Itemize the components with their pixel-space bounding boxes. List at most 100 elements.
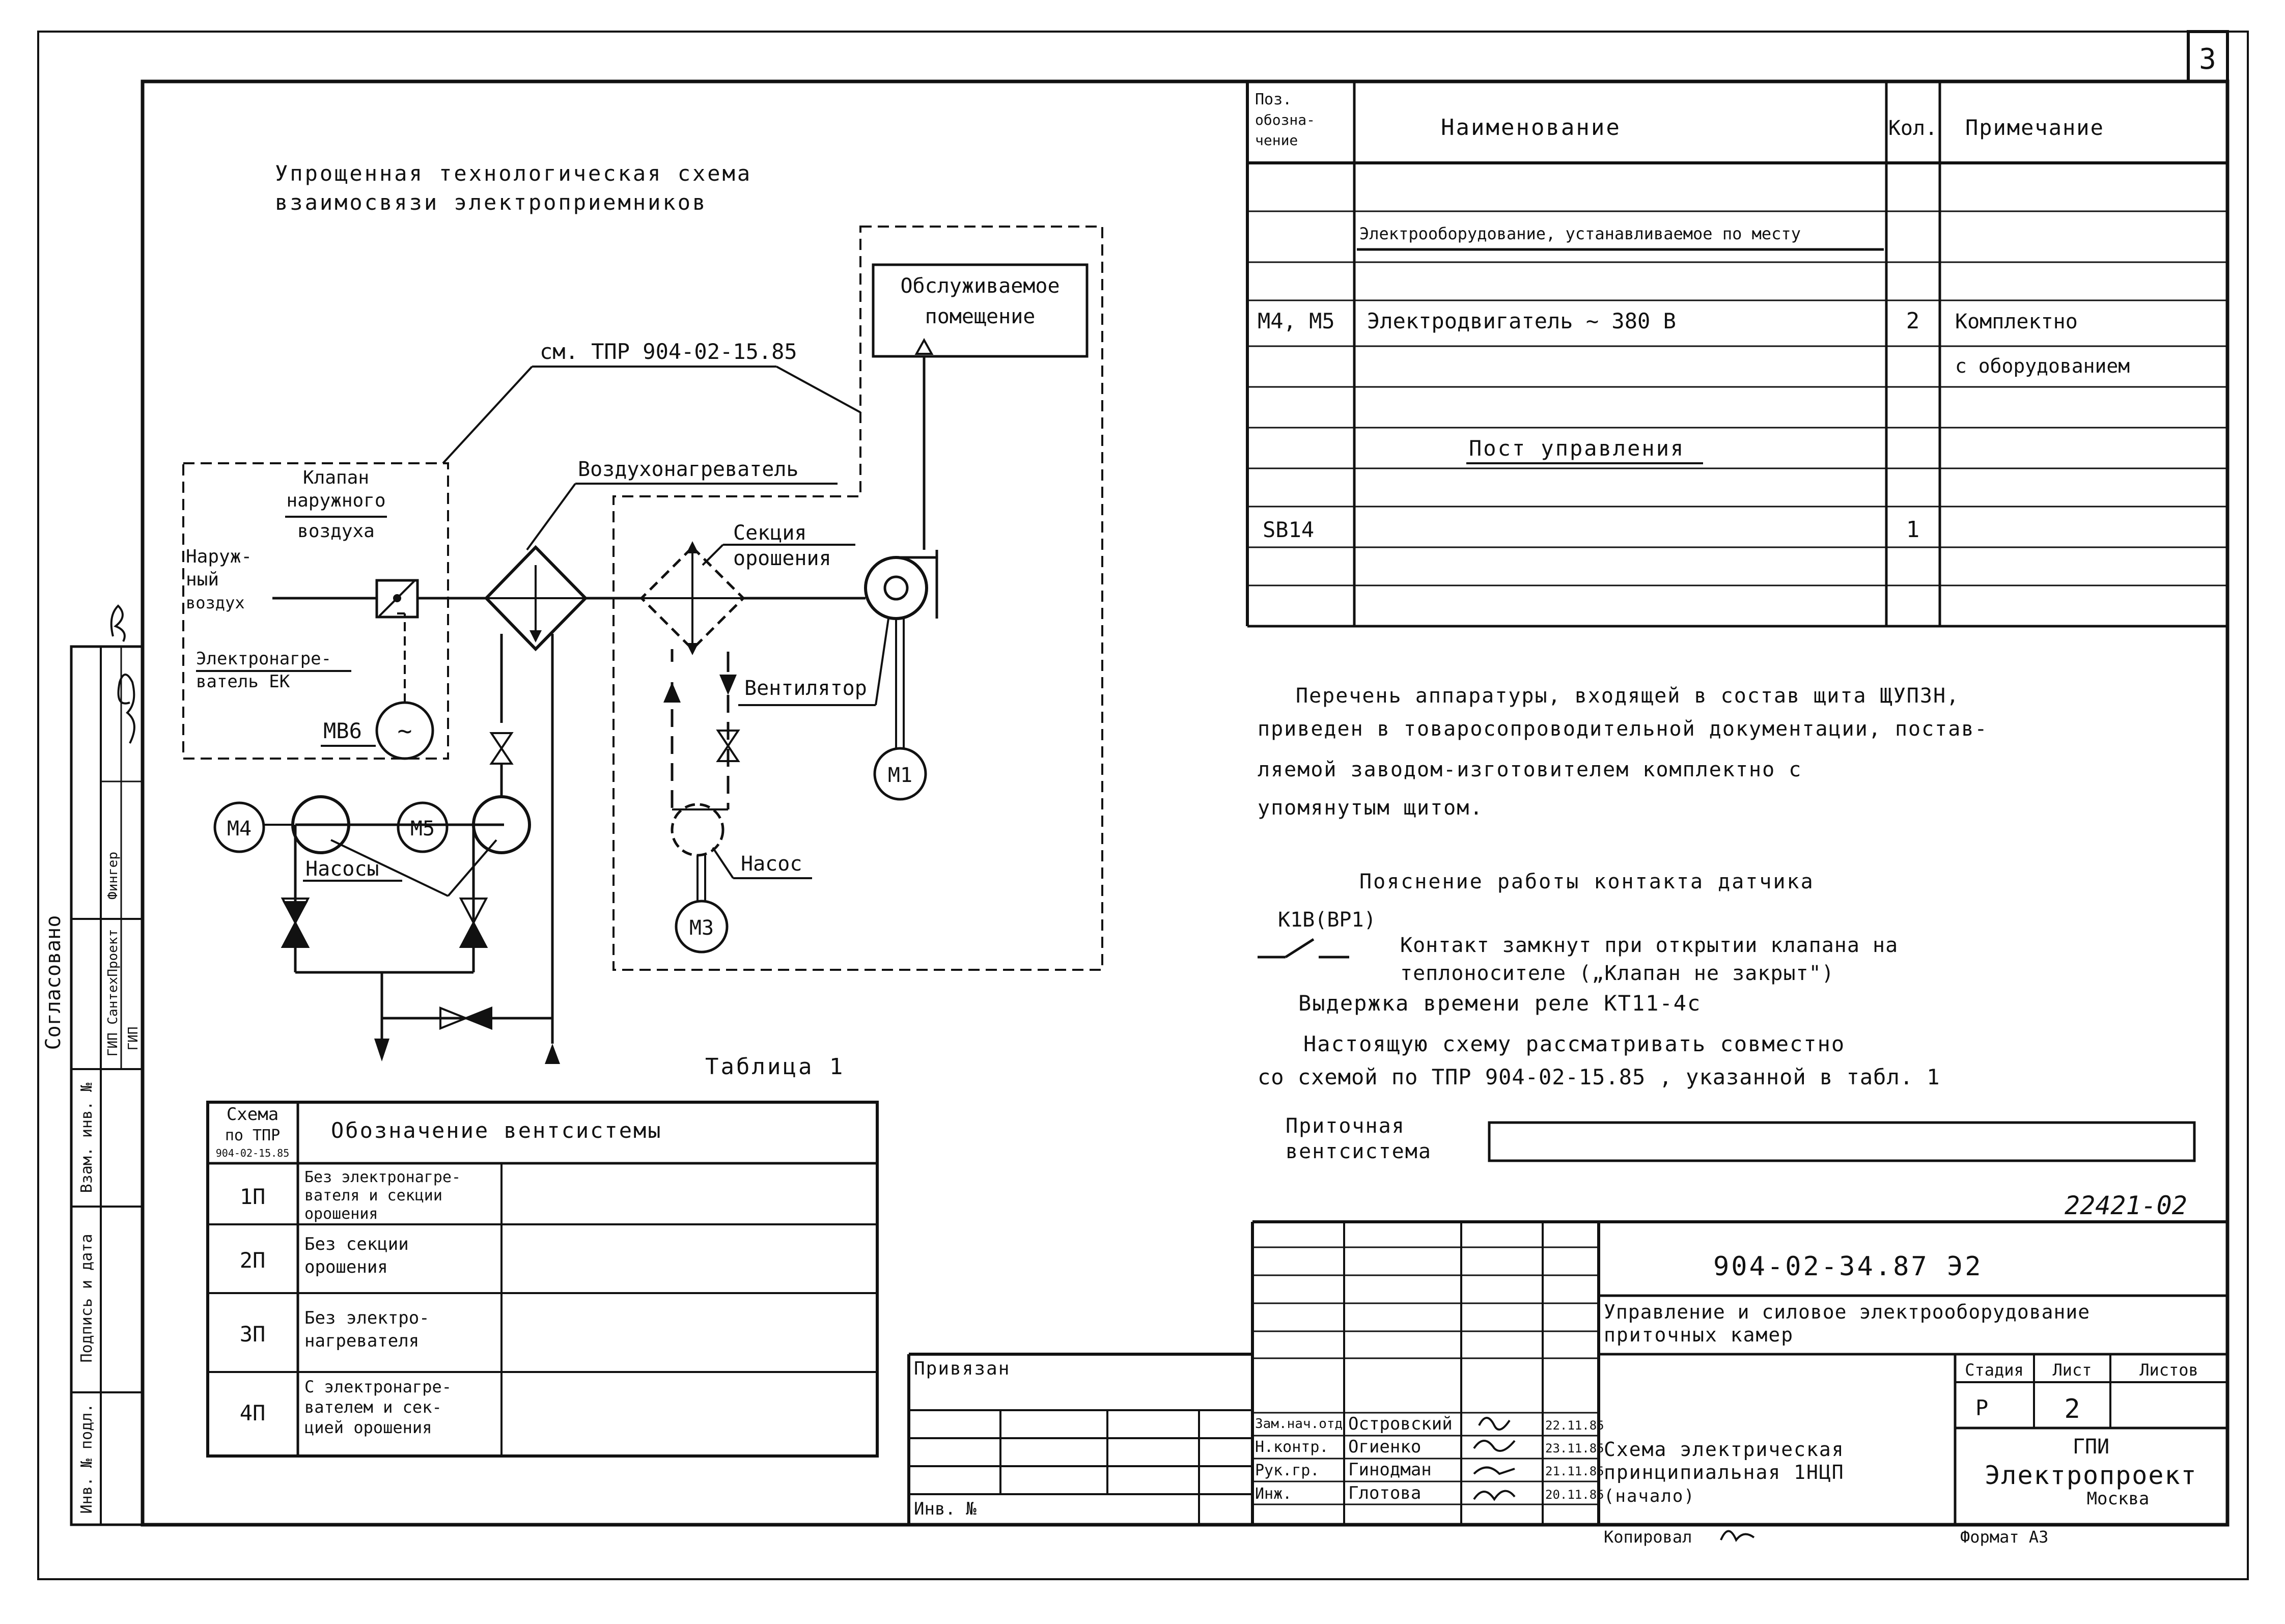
- spec-head-name: Наименование: [1441, 115, 1621, 141]
- table-1: Таблица 1 Схема по ТПР 904-02-15.85 Обоз…: [206, 1054, 879, 1458]
- table1-row2-d2: орошения: [304, 1257, 388, 1277]
- table1-head-1: Схема: [227, 1104, 278, 1125]
- spec-table: Поз. обозна- чение Наименование Кол. При…: [1246, 81, 2227, 628]
- spec-row-sb-qty: 1: [1906, 517, 1920, 543]
- date-2: 23.11.85: [1545, 1441, 1604, 1455]
- table1-row1-d2: вателя и секции: [304, 1187, 442, 1205]
- date-4: 20.11.85: [1545, 1488, 1604, 1502]
- signatures: [1473, 1417, 1516, 1501]
- title-block: 22421-02 904-02-34.87 Э2 Управление и си…: [907, 1191, 2227, 1547]
- sheets-header: Листов: [2139, 1360, 2198, 1380]
- spec-head-pos-1: Поз.: [1255, 91, 1292, 108]
- name-3: Гинодман: [1348, 1460, 1432, 1480]
- gip-santeh-label: ГИП СантехПроект: [105, 929, 121, 1056]
- name-2: Огиенко: [1348, 1437, 1421, 1457]
- doc-code: 904-02-34.87 Э2: [1713, 1251, 1983, 1282]
- agreed-label: Согласовано: [42, 915, 65, 1050]
- date-1: 22.11.85: [1545, 1418, 1604, 1433]
- stage-header: Стадия: [1965, 1360, 2024, 1380]
- elheater-1: Электронагре-: [196, 649, 331, 669]
- outside-air-2: ный: [186, 569, 219, 590]
- role-2: Н.контр.: [1255, 1438, 1329, 1456]
- damper-label-1: Клапан: [303, 467, 369, 488]
- heater-icon: [484, 545, 588, 652]
- project-line-2: приточных камер: [1604, 1324, 1794, 1346]
- table1-row1-code: 1П: [240, 1184, 266, 1209]
- table1-row3-d2: нагревателя: [304, 1331, 419, 1351]
- spec-head-note: Примечание: [1965, 115, 2104, 140]
- ref-label: см. ТПР 904-02-15.85: [540, 339, 797, 364]
- motor-m1-label: М1: [888, 764, 912, 787]
- heater-piping: М4 М5 Насосы: [213, 634, 560, 1064]
- damper-label-3: воздуха: [297, 521, 375, 542]
- copied-signature: [1720, 1530, 1755, 1542]
- spec-section-post: Пост управления: [1469, 436, 1685, 461]
- table1-row4-d1: С электронагре-: [304, 1377, 452, 1396]
- role-1: Зам.нач.отд: [1255, 1416, 1343, 1432]
- spec-row-motor-note-2: с оборудованием: [1955, 355, 2130, 377]
- table1-row2-d1: Без секции: [304, 1234, 409, 1254]
- contact-tag: К1В(ВР1): [1278, 908, 1376, 932]
- elheater-2: ватель ЕК: [196, 671, 290, 692]
- fan-m1: М1 Вентилятор: [738, 550, 938, 801]
- pump-label: Насос: [741, 852, 802, 876]
- gip-label: ГИП: [126, 1027, 141, 1051]
- schematic-title: Упрощенная технологическая схема взаимос…: [275, 161, 752, 215]
- motor-m5-label: М5: [410, 817, 435, 841]
- role-3: Рук.гр.: [1255, 1462, 1319, 1479]
- table1-row4-d2: вателем и сек-: [304, 1397, 442, 1417]
- table1-row4-d3: цией орошения: [304, 1418, 432, 1437]
- privyazan-label: Привязан: [914, 1358, 1010, 1379]
- mb6-label: МВ6: [323, 718, 362, 743]
- schematic-title-line1: Упрощенная технологическая схема: [275, 161, 752, 186]
- contact-line-1: Контакт замкнут при открытии клапана на: [1400, 934, 1898, 957]
- consider-line-2: со схемой по ТПР 904-02-15.85 , указанно…: [1258, 1065, 1940, 1089]
- spec-head-pos-3: чение: [1255, 132, 1298, 149]
- schematic-title-line2: взаимосвязи электроприемников: [275, 190, 707, 215]
- serviced-room-zone: Обслуживаемое помещение: [612, 226, 1103, 971]
- motor-m4: [213, 801, 265, 853]
- motor-m4-label: М4: [227, 817, 252, 841]
- table1-row1-d3: орошения: [304, 1205, 378, 1223]
- contact-line-2: теплоносителе („Клапан не закрыт"): [1400, 962, 1834, 985]
- name-1: Островский: [1348, 1414, 1453, 1434]
- inv-no-label: Инв. №: [914, 1499, 977, 1519]
- outside-air-3: воздух: [186, 593, 245, 612]
- date-3: 21.11.85: [1545, 1464, 1604, 1478]
- valve-icon: [716, 730, 740, 762]
- stage-value: Р: [1975, 1395, 1988, 1420]
- table1-head-3: 904-02-15.85: [216, 1147, 290, 1159]
- irrigation-label-2: орошения: [733, 547, 831, 570]
- table1-row3-code: 3П: [240, 1322, 266, 1347]
- air-heater: Воздухонагреватель: [484, 458, 838, 652]
- sheet-number-box: 3: [2187, 30, 2229, 83]
- damper-zone: Клапан наружного воздуха Наруж- ный возд…: [182, 462, 449, 760]
- note-p1-l1: Перечень аппаратуры, входящей в состав щ…: [1296, 684, 1960, 708]
- table1-head-designation: Обозначение вентсистемы: [331, 1118, 662, 1143]
- org-line-2: Электропроект: [1985, 1461, 2197, 1490]
- note-p1-l3: ляемой заводом-изготовителем комплектно …: [1258, 758, 1802, 781]
- left-approval-strip: Согласовано ГИП СантехПроект ГИП Фингер …: [42, 604, 144, 1526]
- spec-row-sb-pos: SB14: [1263, 517, 1314, 542]
- spec-row-motor-name: Электродвигатель ~ 380 В: [1367, 309, 1676, 333]
- spec-section-local: Электрооборудование, устанавливаемое по …: [1359, 224, 1801, 243]
- pump-m3: М3 Насос: [671, 803, 812, 954]
- table1-row1-d1: Без электронагре-: [304, 1168, 461, 1186]
- pumps-label: Насосы: [305, 857, 379, 881]
- vent-label-2: вентсистема: [1286, 1140, 1432, 1163]
- signer-label: Фингер: [105, 852, 121, 900]
- archive-number: 22421-02: [2065, 1191, 2187, 1220]
- format-label: Формат А3: [1960, 1527, 2048, 1547]
- heater-label: Воздухонагреватель: [578, 458, 798, 481]
- damper-label-2: наружного: [286, 490, 385, 511]
- spec-row-motor-note-1: Комплектно: [1955, 310, 2078, 333]
- serviced-room-line1: Обслуживаемое: [900, 274, 1060, 298]
- notes-block: Перечень аппаратуры, входящей в состав щ…: [1258, 684, 2196, 1163]
- note-p1-l4: упомянутым щитом.: [1258, 796, 1483, 820]
- drawing-line-3: (начало): [1604, 1486, 1695, 1506]
- air-duct: [272, 579, 866, 619]
- fan-icon: [864, 556, 928, 620]
- copied-label: Копировал: [1604, 1527, 1692, 1547]
- fan-label: Вентилятор: [744, 677, 867, 700]
